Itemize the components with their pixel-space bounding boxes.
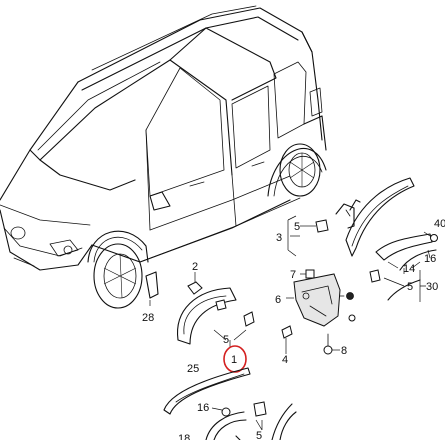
callout-6: 6 [275, 294, 281, 306]
highlight-ring [223, 345, 247, 373]
callout-16-right: 16 [424, 253, 436, 265]
mudflap-part [293, 273, 341, 327]
callout-30: 30 [426, 281, 438, 293]
callout-7: 7 [290, 269, 296, 281]
callout-4: 4 [282, 354, 288, 366]
callout-1: 1 [231, 354, 237, 366]
callout-14: 14 [403, 263, 415, 275]
callout-40: 40 [434, 218, 445, 230]
callout-5-right: 5 [407, 281, 413, 293]
callout-3: 3 [276, 232, 282, 244]
callout-18: 18 [178, 433, 190, 440]
callout-8: 8 [341, 345, 347, 357]
callout-5-left: 5 [223, 334, 229, 346]
callout-16-left: 16 [197, 402, 209, 414]
callout-28: 28 [142, 312, 154, 324]
callout-5-bottom: 5 [256, 430, 262, 440]
callout-2: 2 [192, 261, 198, 273]
front-arch-group [145, 271, 297, 440]
vehicle-body [0, 5, 327, 309]
callout-25: 25 [187, 363, 199, 375]
rear-arch-group [281, 177, 438, 355]
callout-labels: 1 2 3 4 5 5 5 5 6 7 8 14 16 16 25 28 30 … [142, 218, 445, 440]
callout-5-center: 5 [294, 221, 300, 233]
